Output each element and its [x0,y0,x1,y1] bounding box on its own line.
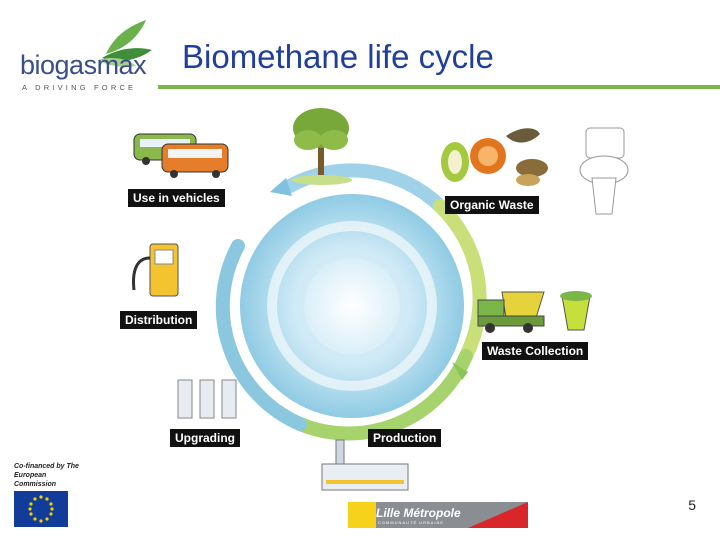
lille-metropole-name: Lille Métropole [376,506,461,520]
eu-flag-icon [14,491,68,527]
logo-tagline: A DRIVING FORCE [22,83,137,92]
logo-wordmark: biogasmax [20,50,147,80]
fuel-pump-icon [132,243,179,297]
label-distribution: Distribution [120,311,198,329]
toilet-icon [579,127,629,215]
label-upgrading: Upgrading [170,429,240,447]
slide-title: Biomethane life cycle [182,38,494,75]
cycle-arc-right [433,199,487,363]
label-use-in-vehicles: Use in vehicles [128,189,225,207]
garbage-truck-icon [477,291,545,333]
cycle-arc-bottom [293,349,473,441]
cycle-arrow-icon [270,178,292,196]
biogasmax-logo [14,14,164,94]
cycle-arc-left [215,239,307,431]
bus-icon [133,133,229,178]
label-production: Production [368,429,442,447]
production-plant-icon [321,439,409,491]
tree-icon [292,108,352,185]
lille-metropole-logo [348,502,528,528]
title-underline [158,85,720,89]
eu-cofinance-text: Co-financed by The European Commission [14,463,79,488]
label-waste-collection: Waste Collection [482,342,589,360]
lille-metropole-subtitle: COMMUNAUTÉ URBAINE [378,520,445,525]
label-organic-waste: Organic Waste [445,196,539,214]
organic-waste-icon [441,128,548,186]
page-number: 5 [688,497,696,513]
upgrading-tanks-icon [177,379,237,419]
compost-bin-icon [560,291,592,331]
cycle-arrow-icon [452,362,468,380]
